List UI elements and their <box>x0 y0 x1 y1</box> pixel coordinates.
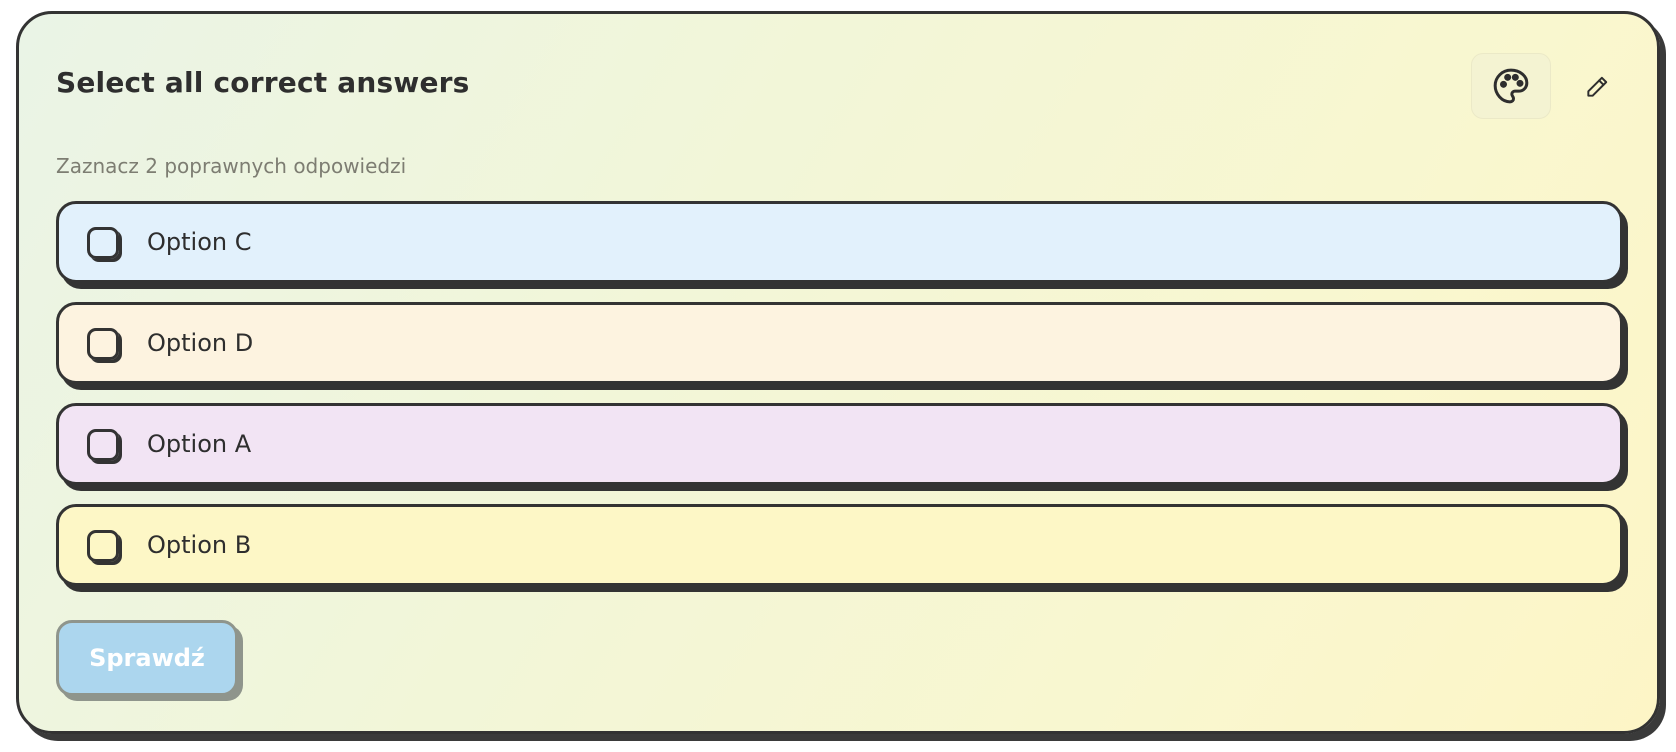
option-checkbox[interactable] <box>87 530 119 562</box>
option-checkbox[interactable] <box>87 429 119 461</box>
theme-button[interactable] <box>1471 53 1551 119</box>
quiz-card: Select all correct answers Zaznacz 2 pop… <box>16 11 1660 734</box>
option-item[interactable]: Option D <box>56 302 1623 384</box>
option-label: Option C <box>147 228 252 256</box>
edit-button[interactable] <box>1579 69 1615 105</box>
palette-icon <box>1493 68 1529 104</box>
option-checkbox[interactable] <box>87 227 119 259</box>
answer-hint: Zaznacz 2 poprawnych odpowiedzi <box>56 154 407 178</box>
pencil-icon <box>1587 76 1608 97</box>
option-item[interactable]: Option A <box>56 403 1623 485</box>
option-label: Option D <box>147 329 254 357</box>
question-title: Select all correct answers <box>56 66 470 99</box>
option-label: Option B <box>147 531 252 559</box>
options-list: Option C Option D Option A Option B <box>56 201 1623 605</box>
option-label: Option A <box>147 430 252 458</box>
option-checkbox[interactable] <box>87 328 119 360</box>
option-item[interactable]: Option C <box>56 201 1623 283</box>
check-button[interactable]: Sprawdź <box>56 620 238 696</box>
option-item[interactable]: Option B <box>56 504 1623 586</box>
